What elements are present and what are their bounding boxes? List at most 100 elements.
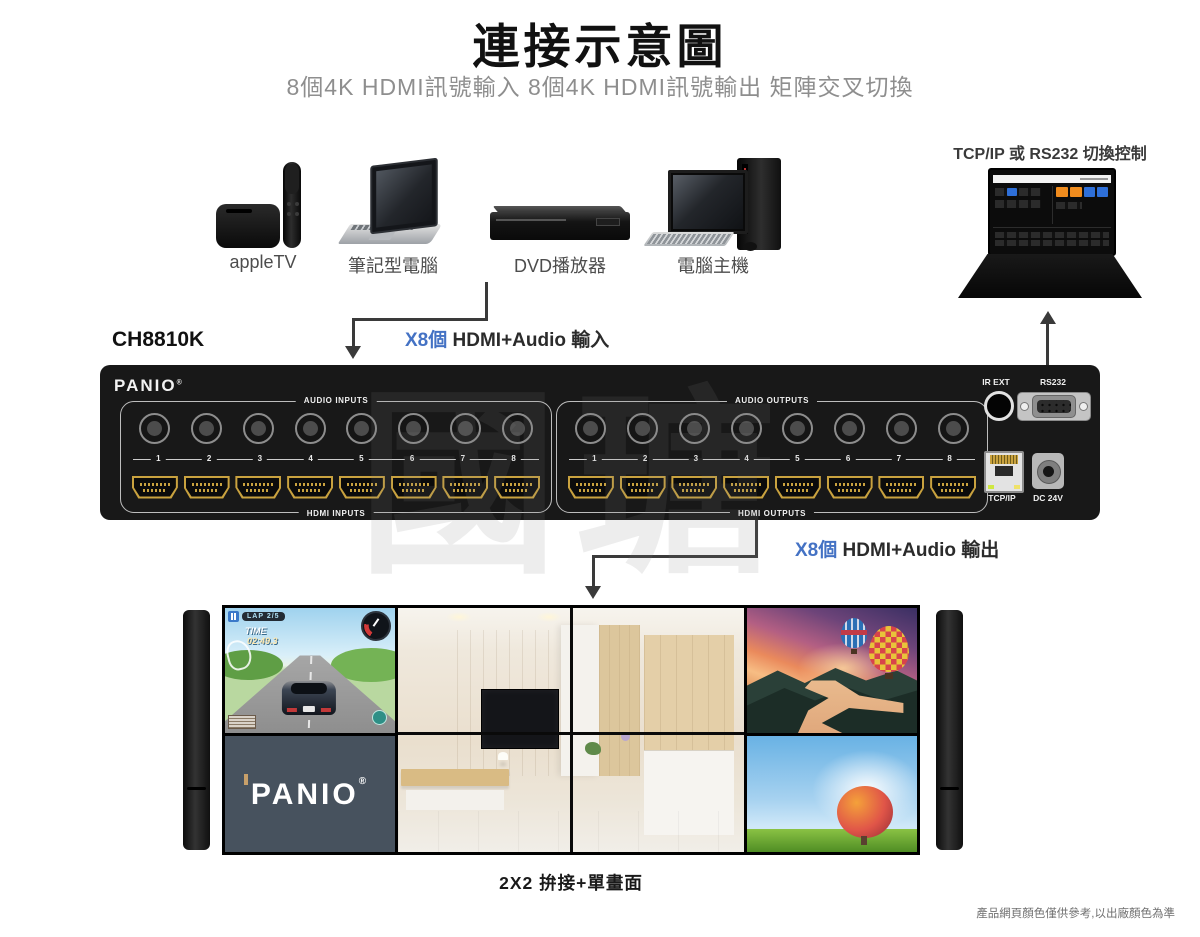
control-button-row [1056,202,1082,209]
audio-jack [242,413,274,444]
game-score-badge [228,715,256,729]
hdmi-port [287,475,334,499]
hdmi-outputs-label: HDMI OUTPUTS [729,509,815,518]
audio-jack [346,413,378,444]
port-number: 3 [252,454,268,463]
port-number: 8 [942,454,957,463]
audio-jack [834,413,866,444]
control-blue-button [1007,188,1017,196]
rs232-label: RS232 [1040,377,1066,387]
control-blue-button [1097,187,1108,197]
hdmi-inputs-label: HDMI INPUTS [298,509,374,518]
wall-panel-living-room-2x2 [398,608,744,852]
hdmi-port [826,475,873,499]
input-text: HDMI+Audio 輸入 [447,330,610,351]
audio-jack [294,413,326,444]
game-hill [225,650,283,680]
red-flower-tree [837,786,894,846]
port-number: 5 [354,454,369,463]
hdmi-port [671,475,718,499]
audio-jack [501,413,533,444]
wall-grid-horizontal-line [398,732,744,735]
input-annotation: X8個 HDMI+Audio 輸入 [405,325,609,352]
dc-24v-label: DC 24V [1033,493,1063,503]
ir-ext-label: IR EXT [982,377,1010,387]
control-app-titlebar [993,175,1111,183]
grass [747,828,917,852]
hdmi-input-ports [129,470,543,504]
control-method-label: TCP/IP 或 RS232 切換控制 [953,146,1147,163]
tcpip-port [984,451,1024,493]
input-port-numbers: 1 2 3 4 5 6 7 8 [133,454,539,463]
table-lamp [498,751,509,760]
audio-jack [139,413,171,444]
audio-outputs-label: AUDIO OUTPUTS [726,396,818,405]
hdmi-output-ports [565,470,979,504]
keyboard-icon [643,232,735,246]
game-car [281,680,336,715]
rs232-connector-line [1046,322,1049,365]
apple-tv-icon [216,204,280,248]
audio-jack [191,413,223,444]
source-label-laptop: 筆記型電腦 [348,256,438,276]
ceiling-spotlight [536,612,563,622]
audio-jack [575,413,607,444]
audio-inputs-label: AUDIO INPUTS [295,396,377,405]
control-orange-button [1056,187,1068,197]
control-panel-divider [1052,186,1053,224]
port-number: 4 [739,454,754,463]
mouse-icon [744,242,757,251]
audio-jack [627,413,659,444]
game-speedometer [361,611,391,641]
source-label-appletv: appleTV [229,252,297,272]
control-button-row [995,188,1041,196]
wall-panel-flower-tree [747,736,917,852]
port-number: 7 [455,454,471,463]
hdmi-port [442,475,489,499]
audio-jack [885,413,917,444]
output-connector-line [755,520,758,558]
ceiling-spotlight [446,612,473,622]
wall-panel-brand-logo: PANIO® [225,736,395,852]
hdmi-port [131,475,178,499]
source-label-pc: 電腦主機 [677,256,749,276]
control-output-grid-row [995,240,1109,246]
color-disclaimer: 產品網頁顏色僅供參考,以出廠顏色為準 [976,908,1175,920]
hdmi-port [878,475,925,499]
wall-caption: 2X2 拚接+單畫面 [499,873,643,893]
wall-brand-logo: PANIO® [243,774,370,811]
input-connector-line [352,318,355,347]
hdmi-port [338,475,385,499]
hdmi-port [723,475,770,499]
audio-jack [782,413,814,444]
wall-panel-racing-game: LAP 2/5 TIME 02:49.3 [225,608,395,733]
wall-panel-hot-air-balloons [747,608,917,733]
tcpip-label: TCP/IP [988,493,1016,503]
rs232-arrowhead-icon [1040,311,1056,324]
inputs-port-group: AUDIO INPUTS 1 2 3 4 5 6 7 8 [120,396,552,518]
input-connector-line [485,282,488,321]
video-wall: LAP 2/5 TIME 02:49.3 PANIO® [222,605,920,855]
wood-column [598,625,641,777]
model-number: CH8810K [112,328,205,351]
hdmi-port [567,475,614,499]
game-time-label: TIME [245,626,267,636]
audio-jack [398,413,430,444]
control-button-row [995,200,1041,208]
hdmi-port [235,475,282,499]
device-brand-logo: PANIO® [114,376,184,395]
dvd-player-body-icon [490,212,630,240]
hdmi-port [619,475,666,499]
game-time-value: 02:49.3 [247,636,278,646]
audio-output-jacks [565,413,979,444]
checkered-balloon [869,626,909,679]
hdmi-port [183,475,230,499]
left-speaker [183,610,210,850]
control-section-divider [993,227,1111,228]
laptop-screen-icon [370,157,438,235]
hdmi-port [390,475,437,499]
game-boost-icon [372,710,387,725]
page-subtitle: 8個4K HDMI訊號輸入 8個4K HDMI訊號輸出 矩陣交叉切換 [286,74,914,100]
output-annotation: X8個 HDMI+Audio 輸出 [795,535,999,562]
